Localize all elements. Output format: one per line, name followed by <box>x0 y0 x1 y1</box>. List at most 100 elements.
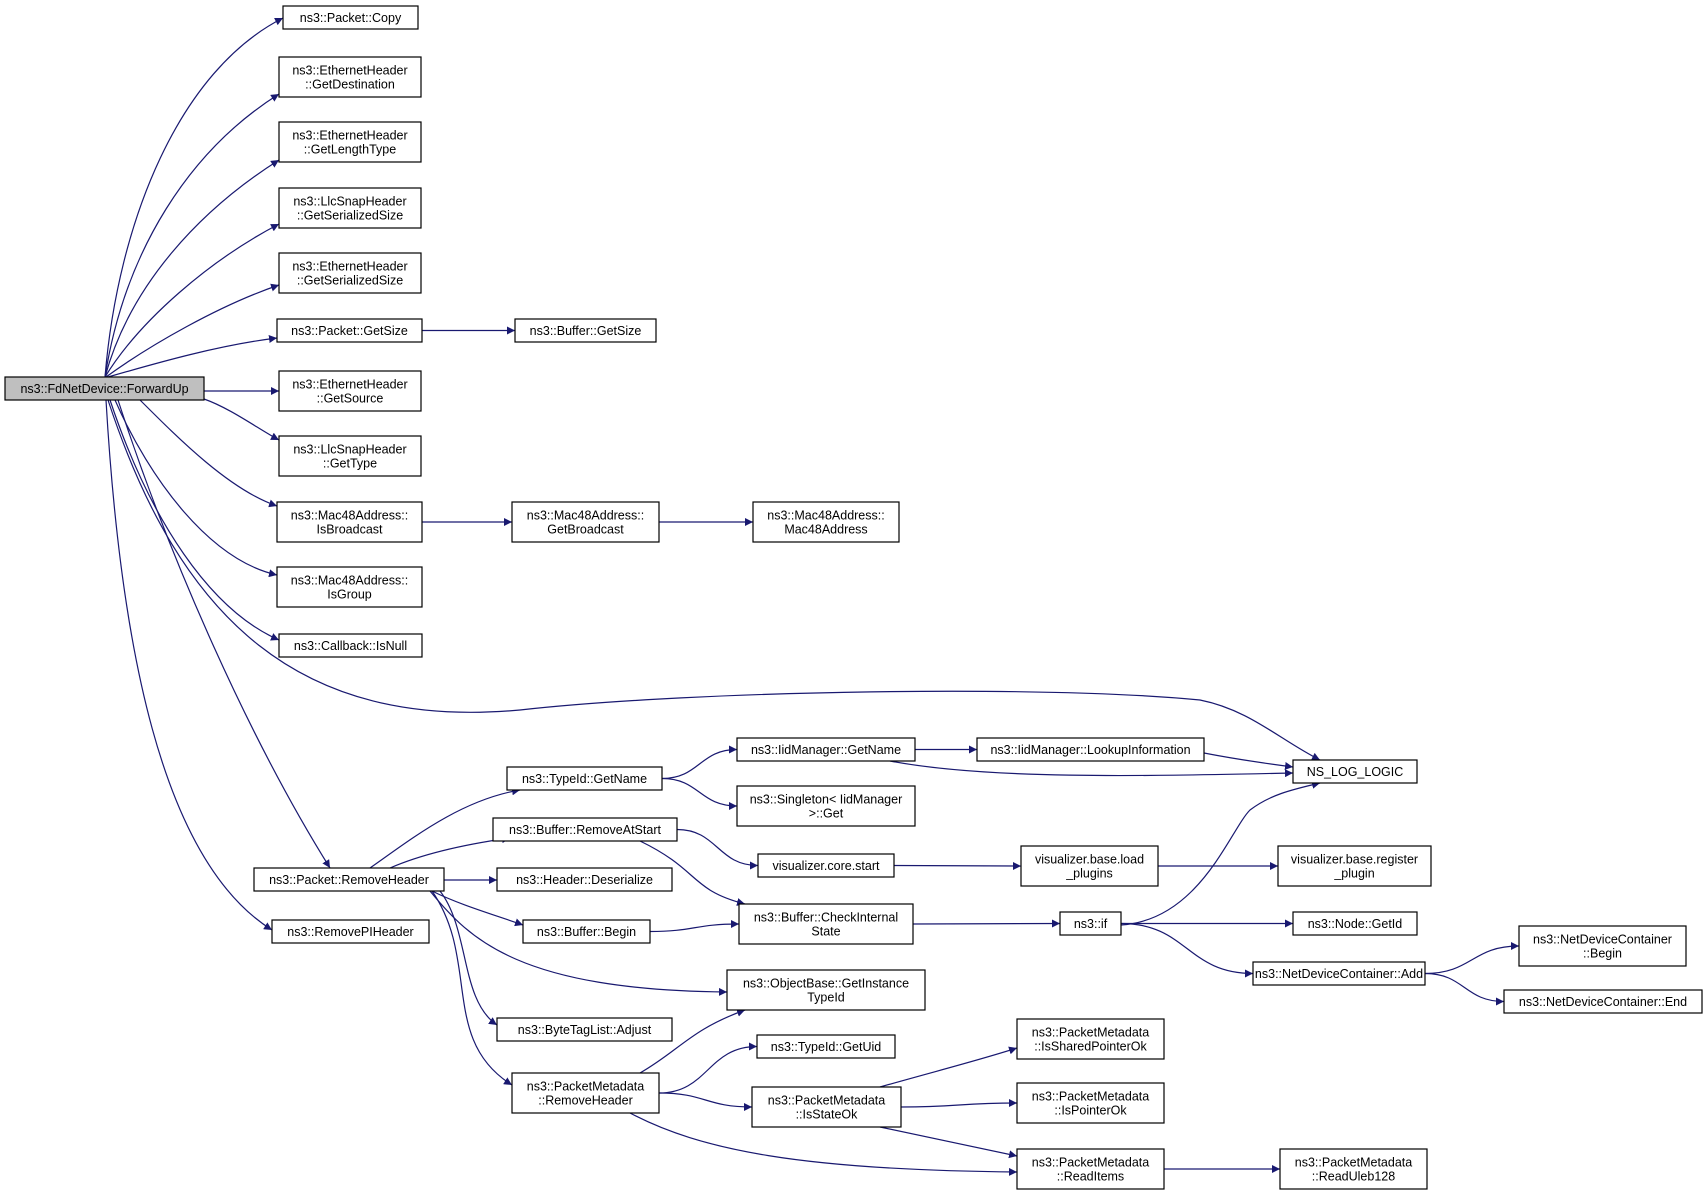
node-label: ::ReadUleb128 <box>1312 1170 1395 1184</box>
node-label: ns3::Mac48Address:: <box>527 509 644 523</box>
node-box <box>1059 911 1122 936</box>
node-pm-isstateok[interactable]: ns3::PacketMetadata::IsStateOk <box>751 1086 902 1128</box>
node-label: ::Begin <box>1583 947 1622 961</box>
node-singleton-get[interactable]: ns3::Singleton< IidManager >::Get <box>736 785 916 827</box>
node-label: ns3::NetDeviceContainer <box>1533 933 1672 947</box>
node-box <box>1016 1018 1165 1060</box>
edge-ndc_add-to-ndc_begin <box>1424 942 1520 975</box>
node-eth-getsersize[interactable]: ns3::EthernetHeader::GetSerializedSize <box>278 252 422 294</box>
node-iid-getname[interactable]: ns3::IidManager::GetName <box>736 737 916 762</box>
node-node-getid[interactable]: ns3::Node::GetId <box>1292 911 1418 936</box>
node-label: ::GetDestination <box>305 78 395 92</box>
node-label: ns3::PacketMetadata <box>1295 1156 1412 1170</box>
node-mac-ctor[interactable]: ns3::Mac48Address::Mac48Address <box>752 501 900 543</box>
node-box <box>278 56 422 98</box>
node-label: ::GetSerializedSize <box>297 274 403 288</box>
node-label: ns3::Mac48Address:: <box>291 574 408 588</box>
node-ndc-add[interactable]: ns3::NetDeviceContainer::Add <box>1252 961 1426 986</box>
node-label: visualizer.base.register <box>1291 853 1418 867</box>
node-header-deserialize[interactable]: ns3::Header::Deserialize <box>496 867 673 892</box>
node-buffer-removeatstart[interactable]: ns3::Buffer::RemoveAtStart <box>492 817 678 842</box>
edge-buffer_removeatstart-to-buffer_checkinternal <box>639 840 746 906</box>
node-box <box>492 817 678 842</box>
node-label: ns3::if <box>1074 917 1108 931</box>
node-mac-isgroup[interactable]: ns3::Mac48Address::IsGroup <box>276 566 423 608</box>
edge-packet_removeheader-to-bytetaglist_adjust <box>439 890 498 1026</box>
node-pm-readuleb128[interactable]: ns3::PacketMetadata::ReadUleb128 <box>1279 1148 1428 1190</box>
edge-iid_lookup-to-ns_log_logic <box>1203 752 1294 770</box>
node-box <box>496 867 673 892</box>
node-box <box>757 853 895 878</box>
node-box <box>511 1072 660 1114</box>
node-pm-readitems[interactable]: ns3::PacketMetadata::ReadItems <box>1016 1148 1165 1190</box>
node-ndc-end[interactable]: ns3::NetDeviceContainer::End <box>1503 989 1703 1014</box>
node-mac-isbroadcast[interactable]: ns3::Mac48Address::IsBroadcast <box>276 501 423 543</box>
edge-pm_removeheader-to-objectbase_getinstance <box>639 1008 746 1074</box>
node-eth-getdest[interactable]: ns3::EthernetHeader::GetDestination <box>278 56 422 98</box>
node-typeid-getname[interactable]: ns3::TypeId::GetName <box>506 766 663 791</box>
node-label: ns3::TypeId::GetName <box>522 772 647 786</box>
edge-pm_isstateok-to-pm_ispointerok <box>900 1099 1018 1108</box>
node-box <box>1503 989 1703 1014</box>
node-pm-removeheader[interactable]: ns3::PacketMetadata::RemoveHeader <box>511 1072 660 1114</box>
edge-packet_removeheader-to-typeid_getname <box>369 787 521 869</box>
node-llc-getsersize[interactable]: ns3::LlcSnapHeader::GetSerializedSize <box>278 187 422 229</box>
node-packet-getsize[interactable]: ns3::Packet::GetSize <box>276 318 423 343</box>
node-label: ns3::PacketMetadata <box>1032 1090 1149 1104</box>
edge-buffer_checkinternal-to-ns3_if <box>912 919 1061 928</box>
node-iid-lookup[interactable]: ns3::IidManager::LookupInformation <box>976 737 1205 762</box>
node-packet-copy[interactable]: ns3::Packet::Copy <box>282 5 419 30</box>
node-pm-ispointerok[interactable]: ns3::PacketMetadata::IsPointerOk <box>1016 1082 1165 1124</box>
node-forwardup[interactable]: ns3::FdNetDevice::ForwardUp <box>4 376 205 401</box>
node-llc-gettype[interactable]: ns3::LlcSnapHeader::GetType <box>278 435 422 477</box>
node-label: ::RemoveHeader <box>538 1094 633 1108</box>
node-packet-removeheader[interactable]: ns3::Packet::RemoveHeader <box>253 867 445 892</box>
node-ns3-if[interactable]: ns3::if <box>1059 911 1122 936</box>
node-box <box>1292 911 1418 936</box>
node-buffer-getsize[interactable]: ns3::Buffer::GetSize <box>514 318 657 343</box>
node-label: ::IsPointerOk <box>1054 1104 1127 1118</box>
node-mac-getbroadcast[interactable]: ns3::Mac48Address::GetBroadcast <box>511 501 660 543</box>
node-box <box>726 969 926 1011</box>
node-eth-getsource[interactable]: ns3::EthernetHeader::GetSource <box>278 370 422 412</box>
node-ndc-begin[interactable]: ns3::NetDeviceContainer::Begin <box>1518 925 1687 967</box>
node-box <box>282 5 419 30</box>
edge-packet_removeheader-to-objectbase_getinstance <box>429 890 728 996</box>
node-box <box>1020 845 1159 887</box>
node-label: ns3::ObjectBase::GetInstance <box>743 977 909 991</box>
node-callback-isnull[interactable]: ns3::Callback::IsNull <box>278 633 423 658</box>
node-box <box>276 318 423 343</box>
node-buffer-begin[interactable]: ns3::Buffer::Begin <box>522 919 651 944</box>
edge-forwardup-to-eth_getdest <box>104 93 280 378</box>
node-label: State <box>811 925 840 939</box>
node-label: ns3::PacketMetadata <box>527 1080 644 1094</box>
node-box <box>271 919 430 944</box>
node-box <box>752 501 900 543</box>
node-removepiheader[interactable]: ns3::RemovePIHeader <box>271 919 430 944</box>
node-box <box>276 566 423 608</box>
node-typeid-getuid[interactable]: ns3::TypeId::GetUid <box>756 1034 896 1059</box>
node-vis-load-plugins[interactable]: visualizer.base.load_plugins <box>1020 845 1159 887</box>
node-label: _plugins <box>1065 867 1113 881</box>
edge-forwardup-to-mac_isgroup <box>114 399 278 578</box>
edge-pm_isstateok-to-pm_issharedptrok <box>879 1046 1018 1088</box>
edge-ns3_if-to-ndc_add <box>1120 922 1254 978</box>
node-label: ns3::Mac48Address:: <box>767 509 884 523</box>
edge-forwardup-to-llc_getsersize <box>104 223 280 378</box>
node-label: ns3::NetDeviceContainer::End <box>1519 995 1687 1009</box>
node-box <box>278 370 422 412</box>
edge-ndc_add-to-ndc_end <box>1424 972 1505 1006</box>
node-box <box>1016 1148 1165 1190</box>
edge-forwardup-to-packet_removeheader <box>117 399 331 869</box>
node-ns-log-logic[interactable]: NS_LOG_LOGIC <box>1292 759 1418 784</box>
node-vis-register-plugin[interactable]: visualizer.base.register_plugin <box>1277 845 1432 887</box>
node-eth-getlentype[interactable]: ns3::EthernetHeader::GetLengthType <box>278 121 422 163</box>
edge-typeid_getname-to-iid_getname <box>661 745 738 780</box>
node-label: ::GetSource <box>317 392 384 406</box>
node-vis-core-start[interactable]: visualizer.core.start <box>757 853 895 878</box>
node-bytetaglist-adjust[interactable]: ns3::ByteTagList::Adjust <box>496 1017 673 1042</box>
edge-forwardup-to-ns_log_logic <box>107 399 1321 761</box>
node-pm-issharedptrok[interactable]: ns3::PacketMetadata::IsSharedPointerOk <box>1016 1018 1165 1060</box>
